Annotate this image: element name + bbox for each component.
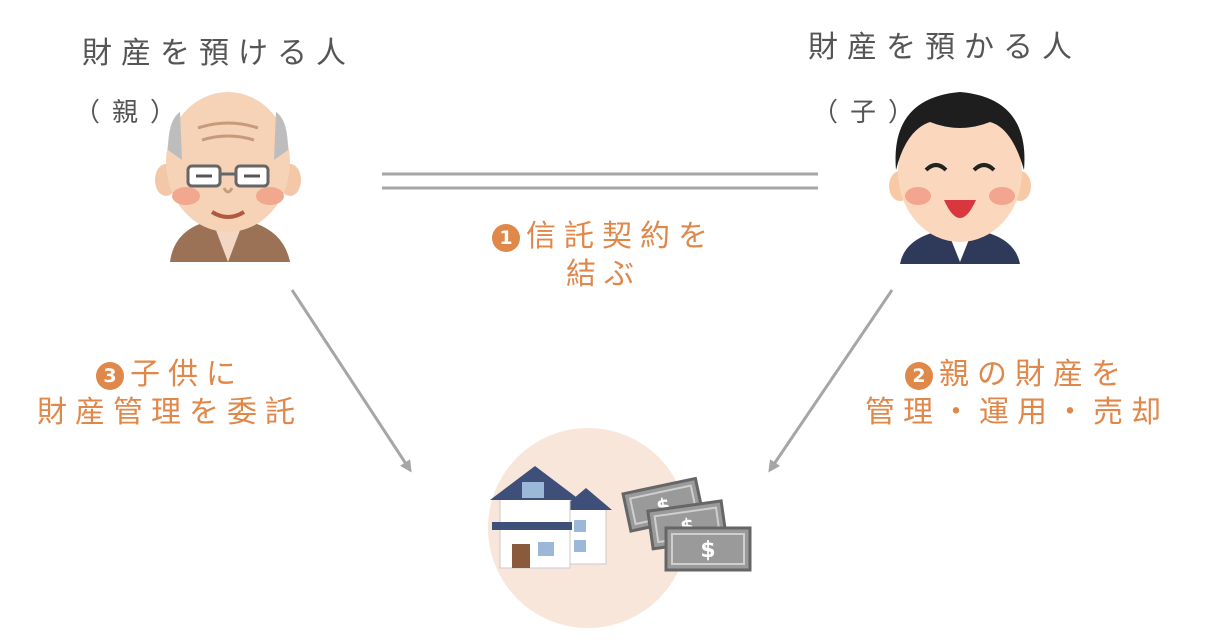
step-1-number-badge: 1 xyxy=(492,224,520,252)
step-3-line1: 子供に xyxy=(130,357,244,392)
step-3-number-badge: 3 xyxy=(96,362,124,390)
step-1-line1: 信託契約を xyxy=(526,219,716,254)
step-2-line2: 管理・運用・売却 xyxy=(865,395,1169,430)
arrow-child-to-property xyxy=(768,289,894,473)
step-2-line1: 親の財産を xyxy=(939,357,1129,392)
step-2-number-badge: 2 xyxy=(905,362,933,390)
arrow-parent-to-property xyxy=(290,289,412,473)
step-1-line2: 結ぶ xyxy=(566,257,642,292)
right-party-relation: （子） xyxy=(812,98,927,128)
right-party-title: 財産を預かる人 xyxy=(808,30,1081,65)
step-3-line2: 財産管理を委託 xyxy=(37,395,303,430)
left-party-relation: （親） xyxy=(74,98,189,128)
left-party-title: 財産を預ける人 xyxy=(82,36,355,71)
